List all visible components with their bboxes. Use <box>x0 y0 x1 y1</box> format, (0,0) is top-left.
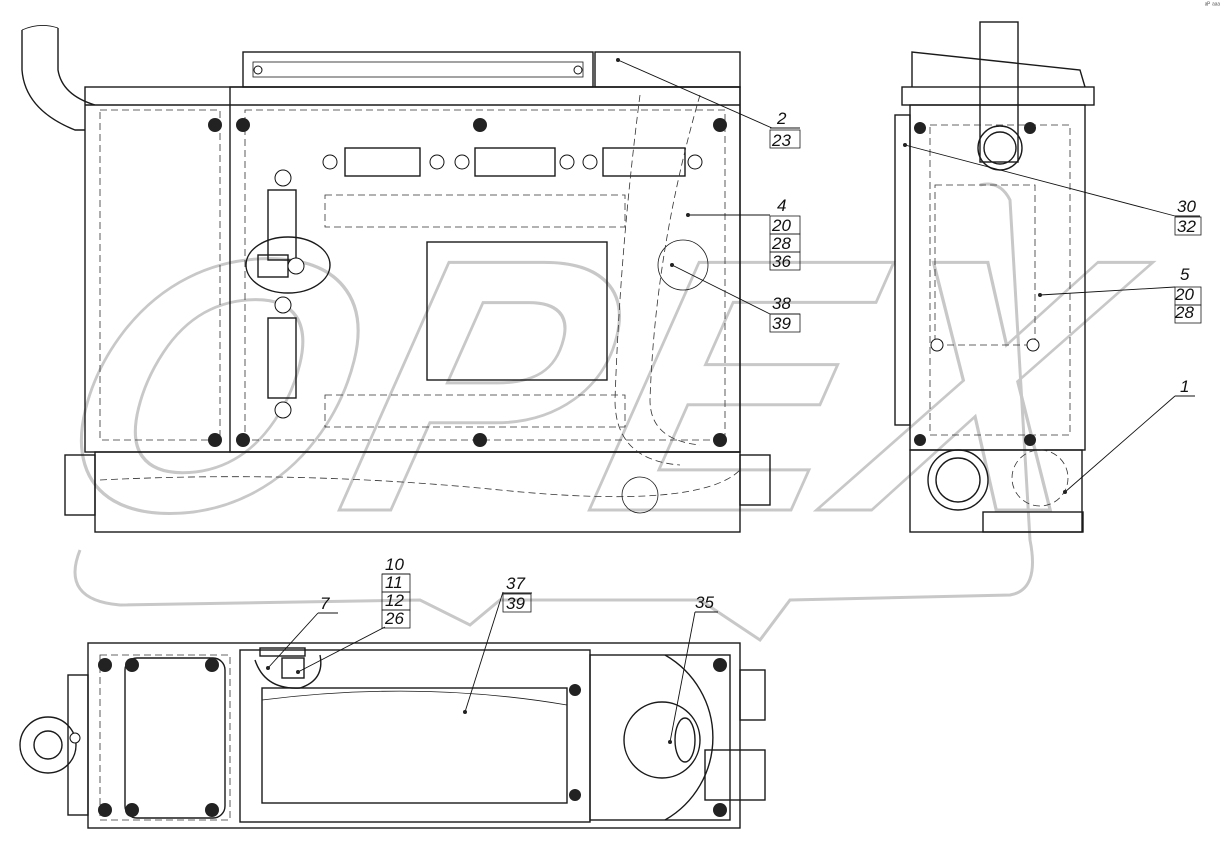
svg-text:28: 28 <box>1174 303 1194 322</box>
top-bolts <box>98 658 727 817</box>
svg-text:35: 35 <box>695 593 714 612</box>
svg-text:39: 39 <box>772 314 791 333</box>
top-view <box>19 642 766 829</box>
svg-text:37: 37 <box>506 574 525 593</box>
svg-text:7: 7 <box>320 594 330 613</box>
watermark: OPEX <box>22 182 1174 643</box>
callout-7: 7 <box>266 594 338 670</box>
svg-text:28: 28 <box>771 234 791 253</box>
svg-text:36: 36 <box>772 252 791 271</box>
callout-1: 1 <box>1063 377 1195 494</box>
svg-text:30: 30 <box>1177 197 1196 216</box>
callout-4-20-28-36: 4 20 28 36 <box>686 196 801 271</box>
front-bolts <box>208 118 727 447</box>
callout-37-39: 37 39 <box>463 574 532 714</box>
svg-text:2: 2 <box>776 109 787 128</box>
corner-mark: ᵃᴾ ᵃᵃᵃ <box>1204 2 1220 9</box>
watermark-text: OPEX <box>24 185 1173 587</box>
svg-text:20: 20 <box>771 216 791 235</box>
svg-text:26: 26 <box>384 609 404 628</box>
front-view <box>21 25 771 533</box>
callout-30-32: 30 32 <box>903 143 1202 236</box>
svg-text:38: 38 <box>772 294 791 313</box>
svg-text:1: 1 <box>1180 377 1189 396</box>
callout-5-20-28: 5 20 28 <box>1038 265 1202 324</box>
side-view <box>894 21 1095 533</box>
svg-text:5: 5 <box>1180 265 1190 284</box>
svg-text:12: 12 <box>385 591 404 610</box>
callout-2-23: 2 23 <box>616 58 801 150</box>
svg-text:4: 4 <box>777 196 786 215</box>
callout-10-11-12-26: 10 11 12 26 <box>296 555 411 674</box>
svg-text:10: 10 <box>385 555 404 574</box>
callout-38-39: 38 39 <box>670 263 801 333</box>
svg-text:11: 11 <box>385 573 403 592</box>
svg-text:32: 32 <box>1177 217 1196 236</box>
callout-35: 35 <box>668 593 718 744</box>
svg-text:20: 20 <box>1174 285 1194 304</box>
svg-text:39: 39 <box>506 594 525 613</box>
svg-text:23: 23 <box>771 131 791 150</box>
